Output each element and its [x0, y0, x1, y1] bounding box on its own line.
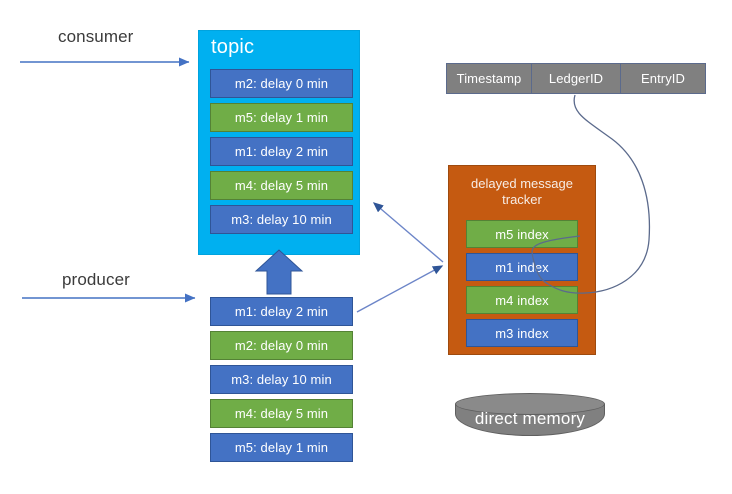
- tracker-index-1[interactable]: m1 index: [466, 253, 578, 281]
- topic-message-0[interactable]: m2: delay 0 min: [210, 69, 353, 98]
- topic-message-4[interactable]: m3: delay 10 min: [210, 205, 353, 234]
- tracker-index-0[interactable]: m5 index: [466, 220, 578, 248]
- topic-message-2[interactable]: m1: delay 2 min: [210, 137, 353, 166]
- queue-to-tracker-arrow: [356, 265, 444, 313]
- producer-message-4[interactable]: m5: delay 1 min: [210, 433, 353, 462]
- topic-title: topic: [211, 36, 255, 58]
- queue-to-topic-block-arrow: [254, 249, 304, 295]
- tracker-to-topic-arrow: [372, 202, 444, 263]
- tracker-title-line2: tracker: [502, 192, 542, 207]
- record-cell-entryid[interactable]: EntryID: [620, 63, 706, 94]
- producer-message-3[interactable]: m4: delay 5 min: [210, 399, 353, 428]
- direct-memory-cylinder[interactable]: direct memory: [455, 393, 605, 443]
- record-cell-timestamp[interactable]: Timestamp: [446, 63, 532, 94]
- tracker-index-3[interactable]: m3 index: [466, 319, 578, 347]
- topic-message-1[interactable]: m5: delay 1 min: [210, 103, 353, 132]
- producer-message-0[interactable]: m1: delay 2 min: [210, 297, 353, 326]
- consumer-label: consumer: [58, 27, 134, 46]
- record-cell-ledgerid[interactable]: LedgerID: [531, 63, 621, 94]
- producer-label: producer: [62, 270, 130, 289]
- producer-message-2[interactable]: m3: delay 10 min: [210, 365, 353, 394]
- cylinder-top-ellipse: [455, 393, 605, 415]
- tracker-title: delayed message tracker: [449, 176, 595, 208]
- direct-memory-label: direct memory: [474, 409, 586, 428]
- producer-message-1[interactable]: m2: delay 0 min: [210, 331, 353, 360]
- tracker-title-line1: delayed message: [471, 176, 573, 191]
- tracker-index-2[interactable]: m4 index: [466, 286, 578, 314]
- topic-message-3[interactable]: m4: delay 5 min: [210, 171, 353, 200]
